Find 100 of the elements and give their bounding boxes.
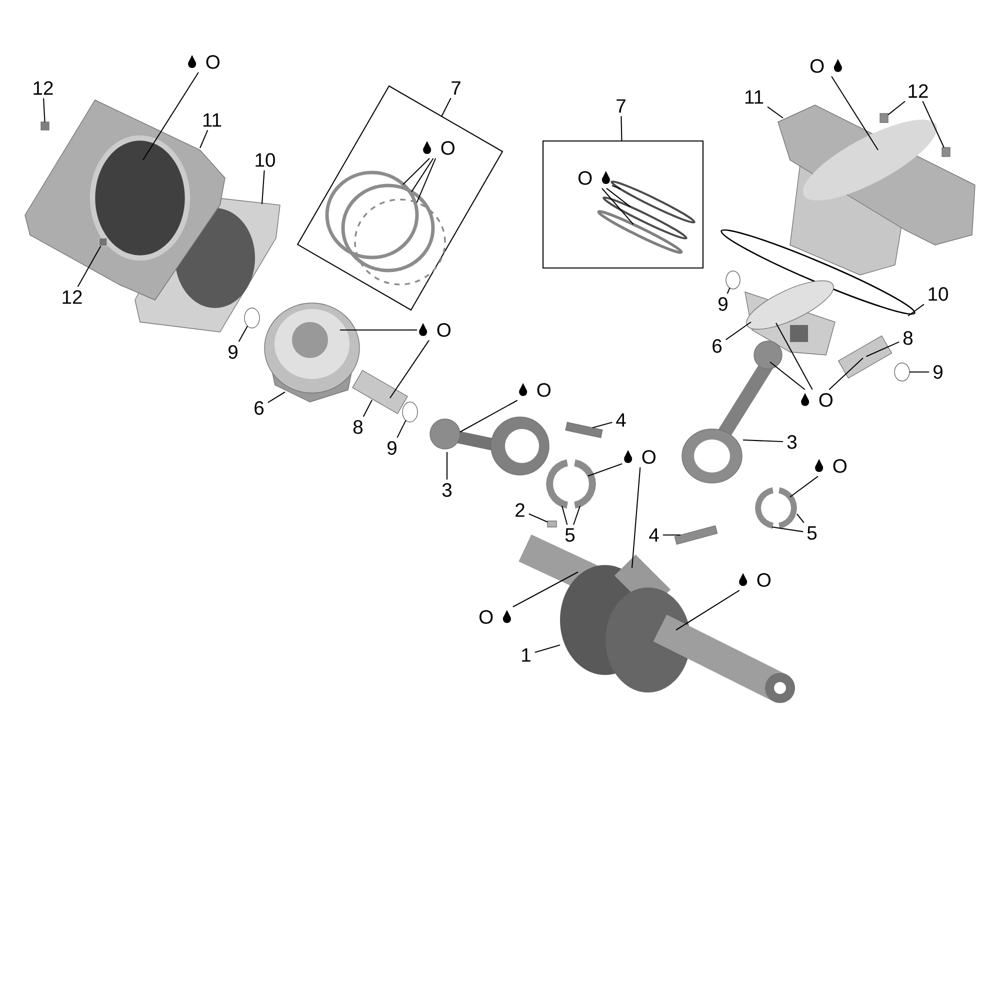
callout-number: 9 [718, 297, 728, 311]
callout-number: 11 [745, 90, 764, 104]
callout-number: 6 [712, 339, 722, 353]
callout-number: 12 [34, 81, 53, 95]
piston-ring-drawing [602, 196, 688, 240]
leader-line [662, 534, 681, 536]
leader-line [402, 158, 430, 185]
oil-symbol: O [810, 59, 824, 73]
pin-drawing [40, 122, 50, 130]
callout-number: 2 [516, 503, 524, 517]
key-drawing [547, 520, 557, 528]
callout-number: 4 [649, 528, 659, 542]
piston-ring-drawing [341, 184, 435, 272]
connecting-rod-drawing [682, 340, 782, 484]
leader-line [726, 322, 752, 340]
leader-line [796, 514, 804, 524]
callout-number: 11 [203, 113, 222, 127]
callout-number: 4 [616, 413, 626, 427]
oil-symbol: O [480, 610, 493, 624]
callout-number: 6 [254, 401, 264, 415]
circlip-drawing [726, 270, 740, 290]
leader-line [592, 422, 612, 428]
leader-line [142, 72, 199, 160]
callout-number: 9 [934, 365, 942, 379]
leader-line [606, 188, 631, 208]
leader-line [767, 106, 784, 118]
leader-line [602, 188, 634, 225]
callout-number: 1 [522, 648, 530, 662]
callout-number: 8 [353, 420, 363, 434]
leader-line [238, 326, 248, 342]
piston-ring-drawing [354, 198, 446, 286]
callout-number: 12 [908, 84, 928, 98]
leader-line [770, 362, 806, 390]
oil-symbol: O [441, 141, 454, 155]
callout-number: 10 [928, 287, 948, 301]
oil-symbol: O [578, 171, 592, 185]
leader-line [460, 400, 518, 432]
gasket-drawing [720, 229, 916, 315]
callout-number: 12 [62, 290, 82, 304]
bearing-drawing [574, 459, 596, 509]
leader-line [772, 526, 804, 532]
circlip-drawing [402, 402, 418, 422]
leader-line [776, 322, 813, 390]
piston-drawing [744, 280, 836, 356]
leader-line [676, 590, 740, 630]
callout-number: 9 [388, 441, 396, 455]
leader-line [588, 463, 622, 476]
leader-line [910, 371, 930, 373]
leader-line [828, 358, 864, 390]
leader-line [922, 101, 944, 148]
bearing-drawing [778, 487, 797, 529]
oil-symbol: O [642, 450, 656, 464]
leader-line [446, 452, 448, 480]
leader-line [390, 340, 430, 398]
piston-drawing [264, 302, 360, 402]
inset-frame [542, 140, 704, 269]
circlip-drawing [894, 362, 910, 382]
leader-line [512, 572, 578, 608]
pin-drawing [98, 238, 108, 246]
piston-ring-drawing [597, 210, 683, 254]
circlip-drawing [244, 308, 260, 328]
bearing-drawing [546, 459, 568, 509]
oil-symbol: O [437, 323, 450, 337]
callout-number: 5 [807, 526, 817, 540]
oil-symbol: O [819, 393, 832, 407]
leader-line [43, 98, 46, 122]
connecting-rod-drawing [430, 416, 550, 476]
leader-line [362, 400, 372, 417]
bolt-drawing [674, 525, 718, 545]
leader-line [340, 329, 418, 331]
leader-line [790, 476, 818, 498]
callout-number: 10 [256, 153, 275, 167]
leader-line [888, 100, 906, 116]
oil-symbol: O [833, 459, 846, 473]
leader-line [573, 506, 580, 525]
callout-number: 8 [903, 331, 913, 345]
leader-line [534, 644, 560, 653]
cylinder-drawing [778, 104, 976, 276]
piston-ring-drawing [325, 170, 419, 260]
pin-drawing [880, 113, 888, 123]
oil-symbol: O [206, 55, 220, 69]
leader-line [441, 98, 452, 117]
leader-line [631, 467, 641, 568]
leader-line [620, 116, 622, 142]
oil-symbol: O [757, 573, 770, 587]
leader-line [261, 170, 265, 204]
oil-symbol: O [537, 383, 550, 397]
leader-line [528, 513, 548, 523]
leader-line [726, 288, 730, 294]
callout-number: 3 [442, 483, 452, 497]
callout-number: 3 [787, 435, 797, 449]
leader-line [268, 392, 286, 403]
callout-number: 5 [565, 528, 575, 542]
leader-line [200, 130, 208, 148]
callout-number: 9 [228, 345, 238, 359]
leader-line [77, 246, 102, 287]
leader-line [562, 506, 568, 525]
callout-number: 7 [616, 99, 626, 113]
leader-line [908, 304, 924, 316]
leader-line [612, 185, 620, 190]
